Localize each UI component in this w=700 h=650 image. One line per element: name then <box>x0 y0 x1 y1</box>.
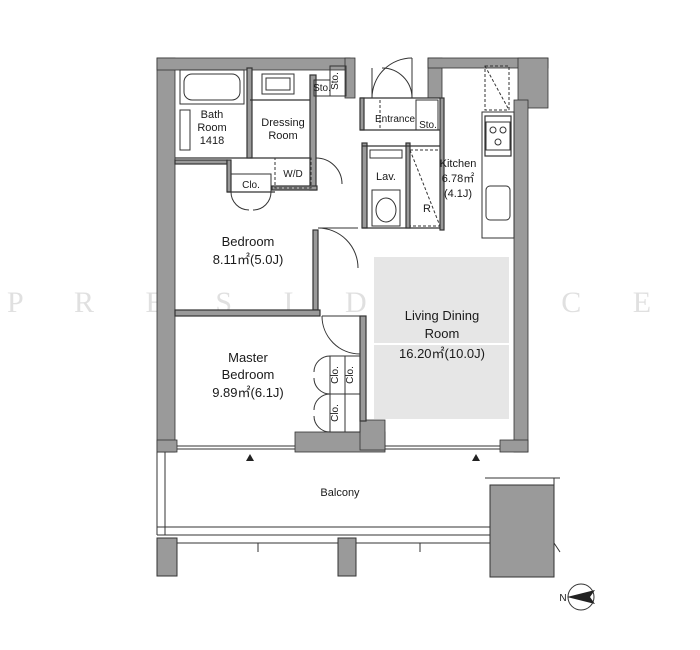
master-closet-label-1: Clo. <box>330 366 341 384</box>
outer-walls <box>156 57 549 453</box>
bedroom-closet-label: Clo. <box>242 180 260 191</box>
entry-arrow-right <box>472 454 480 461</box>
svg-text:6.78㎡: 6.78㎡ <box>442 172 474 185</box>
svg-text:9.89㎡(6.1J): 9.89㎡(6.1J) <box>212 385 284 400</box>
kitchen-label: Kitchen 6.78㎡ (4.1J) <box>440 158 477 200</box>
washer-dryer <box>274 157 312 189</box>
sto-label-3: Sto. <box>419 120 437 131</box>
master-door <box>321 315 361 355</box>
svg-text:Bedroom: Bedroom <box>222 367 275 382</box>
svg-text:Bath: Bath <box>201 109 224 121</box>
living-dining-label: Living Dining Room 16.20㎡(10.0J) <box>399 308 485 361</box>
wd-label: W/D <box>283 169 302 180</box>
svg-text:(4.1J): (4.1J) <box>444 188 472 200</box>
sto-label-2: Sto. <box>330 72 341 90</box>
balcony <box>156 452 561 578</box>
entrance-label: Entrance <box>375 114 415 125</box>
entrance-storage <box>379 99 439 131</box>
svg-text:Bedroom: Bedroom <box>222 234 275 249</box>
watermark: P R E S I D E N C E <box>7 286 673 319</box>
living-floor <box>374 257 509 419</box>
compass-n-label: N <box>559 593 566 604</box>
svg-text:Room: Room <box>197 122 226 134</box>
bathtub <box>179 69 245 151</box>
master-closet-label-2: Clo. <box>345 366 356 384</box>
svg-text:8.11㎡(5.0J): 8.11㎡(5.0J) <box>213 252 284 267</box>
bedroom-door <box>317 227 359 269</box>
svg-text:16.20㎡(10.0J): 16.20㎡(10.0J) <box>399 346 485 361</box>
stove <box>484 65 511 221</box>
sto-box-top <box>313 65 347 97</box>
svg-text:Master: Master <box>228 350 268 365</box>
entry-arrow-left <box>246 454 254 461</box>
bedroom-closet-doors <box>230 173 272 211</box>
master-closet <box>313 355 361 433</box>
sto-label-1: Sto. <box>313 83 331 94</box>
svg-text:Room: Room <box>268 130 297 142</box>
master-closet-label-3: Clo. <box>330 404 341 422</box>
svg-text:Dressing: Dressing <box>261 117 304 129</box>
svg-text:Room: Room <box>425 326 460 341</box>
svg-text:1418: 1418 <box>200 135 224 147</box>
window-line <box>177 445 500 450</box>
dressing-room-label: Dressing Room <box>261 117 304 142</box>
bath-room-label: Bath Room 1418 <box>197 109 226 147</box>
dressing-cabinet <box>261 73 295 95</box>
lav-label: Lav. <box>376 171 396 183</box>
master-bedroom-label: Master Bedroom 9.89㎡(6.1J) <box>212 350 284 400</box>
entrance-door <box>371 57 413 99</box>
svg-text:Kitchen: Kitchen <box>440 158 477 170</box>
bedroom-label: Bedroom 8.11㎡(5.0J) <box>213 234 284 267</box>
refrigerator <box>409 149 441 227</box>
interior-walls <box>174 67 515 422</box>
compass-icon: N <box>559 583 595 611</box>
balcony-label: Balcony <box>320 487 360 499</box>
lavatory-fixtures <box>369 149 403 227</box>
refrigerator-label: R <box>423 203 431 215</box>
svg-text:Living Dining: Living Dining <box>405 308 479 323</box>
dressing-door <box>315 157 343 185</box>
